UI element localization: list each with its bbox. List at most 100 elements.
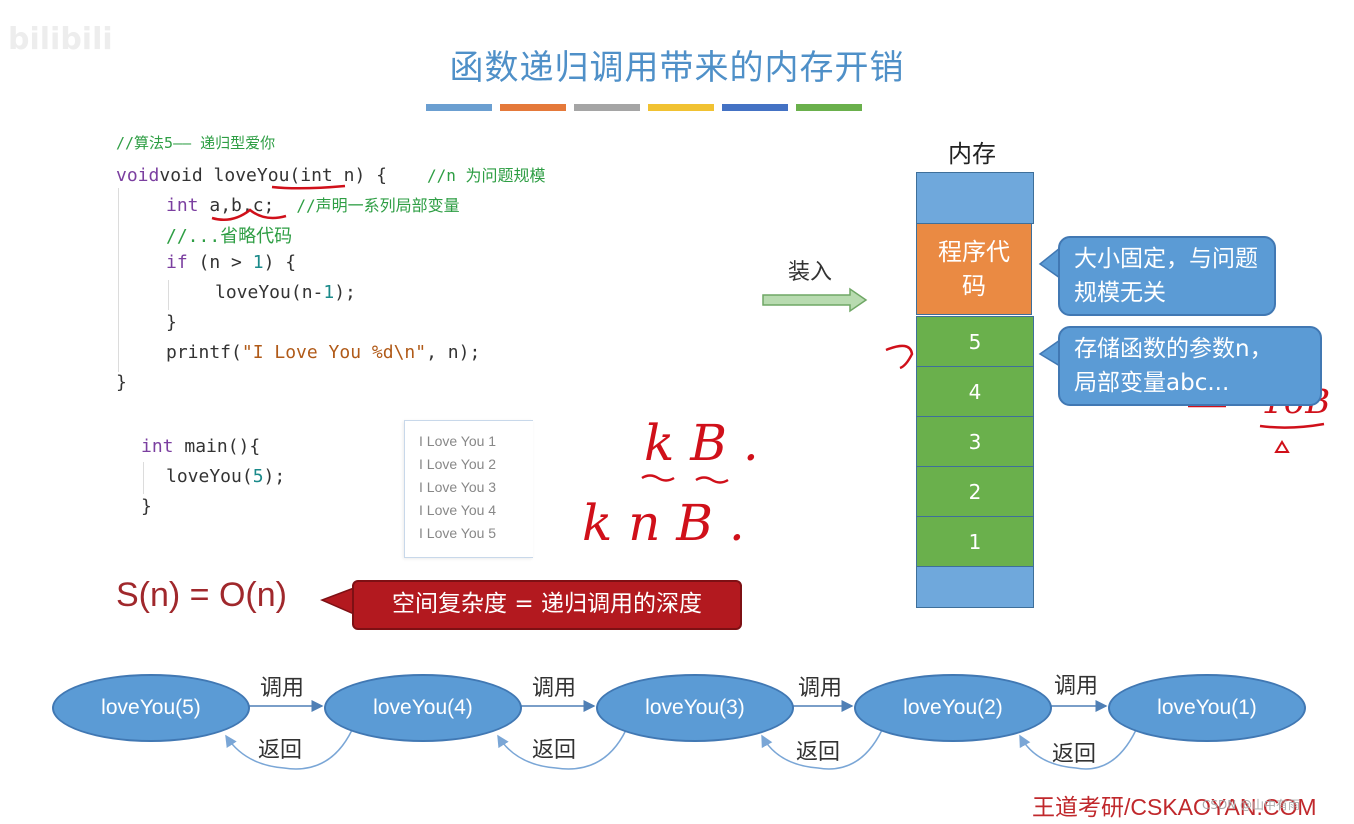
memory-bottom-block [916, 566, 1034, 608]
color-bar [796, 104, 862, 111]
call-end: ); [263, 466, 286, 487]
underline-int-n [271, 184, 346, 190]
code-comment-title: //算法5—— 递归型爱你 [116, 132, 275, 153]
memory-label: 内存 [948, 140, 996, 168]
underline-abc [211, 208, 287, 221]
call-label: 调用 [532, 676, 577, 701]
space-complexity: S(n) = O(n) [116, 576, 287, 614]
code-omitted: //...省略代码 [166, 222, 292, 248]
call: loveYou(n- [215, 282, 324, 303]
indent-guide [118, 188, 119, 372]
printf: printf( [166, 342, 242, 363]
return-label: 返回 [796, 740, 841, 765]
call: loveYou( [166, 466, 253, 487]
code-function-signature: voidvoid loveYou(int n) { //n 为问题规模 [116, 162, 546, 186]
load-label: 装入 [788, 260, 833, 285]
local-vars: a,b,c; [198, 195, 275, 216]
code-function-close: } [116, 372, 127, 393]
call-node-4: loveYou(4) [324, 674, 522, 742]
slide-title: 函数递归调用带来的内存开销 [449, 48, 905, 88]
brace: ) { [354, 165, 387, 186]
number: 5 [252, 466, 264, 487]
underline-16b [1259, 422, 1325, 429]
brace: } [141, 496, 152, 517]
output-line: I Love You 3 [419, 479, 497, 495]
memory-frame-5: 5 [916, 316, 1034, 367]
memory-program-code: 程序代码 [916, 223, 1032, 315]
comment: //n 为问题规模 [426, 166, 546, 185]
condition: (n > [187, 252, 253, 273]
callout-params-line2: 局部变量abc... [1074, 370, 1230, 396]
callout-params: 存储函数的参数n， 局部变量abc... [1058, 326, 1322, 406]
number: 1 [252, 252, 264, 273]
footer-brand: 王道考研/CSKAOYAN.COM [1032, 794, 1317, 820]
code-printf: printf("I Love You %d\n", n); [166, 342, 480, 363]
brace: } [116, 372, 127, 393]
brace: } [166, 312, 177, 333]
indent-guide [168, 280, 169, 310]
call-label: 调用 [798, 676, 843, 701]
color-bar [426, 104, 492, 111]
color-bar [648, 104, 714, 111]
call-node-3: loveYou(3) [596, 674, 794, 742]
condition-end: ) { [263, 252, 297, 273]
handwritten-arrow [885, 344, 914, 370]
output-line: I Love You 1 [419, 433, 497, 449]
keyword-void: void [116, 165, 160, 186]
callout-fixed-size: 大小固定，与问题规模无关 [1058, 236, 1276, 316]
return-label: 返回 [258, 738, 303, 763]
main-signature: main(){ [173, 436, 261, 457]
output-line: I Love You 5 [419, 525, 497, 541]
csdn-watermark: CSDN @山中有雨 [1202, 798, 1301, 812]
keyword-if: if [166, 252, 188, 273]
callout-params-line1: 存储函数的参数n， [1074, 336, 1273, 362]
output-line: I Love You 2 [419, 456, 497, 472]
handwritten-knb: k n B . [582, 494, 745, 552]
call-label: 调用 [260, 676, 305, 701]
memory-frame-1: 1 [916, 516, 1034, 567]
code-if: if (n > 1) { [166, 252, 296, 273]
return-label: 返回 [532, 738, 577, 763]
title-color-bars [426, 104, 862, 111]
code-local-vars: int a,b,c; //声明一系列局部变量 [166, 192, 460, 216]
code-main: int main(){ [141, 436, 260, 457]
call-node-5: loveYou(5) [52, 674, 250, 742]
load-arrow [762, 287, 868, 313]
memory-top-block [916, 172, 1034, 224]
printf-args: , n); [426, 342, 481, 363]
call-end: ); [334, 282, 356, 303]
memory-frame-4: 4 [916, 366, 1034, 417]
number: 1 [323, 282, 335, 303]
return-label: 返回 [1052, 742, 1097, 767]
code-recursive-call: loveYou(n-1); [215, 282, 356, 303]
param-int-n: int n [300, 165, 355, 186]
color-bar [722, 104, 788, 111]
code-if-close: } [166, 312, 177, 333]
callout-pointer-red [320, 586, 355, 616]
return-arrow [225, 729, 353, 770]
comment: //声明一系列局部变量 [296, 196, 460, 215]
call-label: 调用 [1054, 674, 1099, 699]
return-arrow [497, 729, 627, 770]
delta-mark [1274, 440, 1290, 453]
indent-guide [143, 462, 144, 494]
code-main-close: } [141, 496, 152, 517]
call-node-2: loveYou(2) [854, 674, 1052, 742]
color-bar [500, 104, 566, 111]
return-arrow [1019, 729, 1137, 770]
memory-frame-2: 2 [916, 466, 1034, 517]
string-literal: "I Love You %d\n" [241, 342, 427, 363]
callout-pointer [1038, 338, 1061, 368]
squiggle-under-kb [641, 474, 729, 484]
comment: //...省略代码 [166, 226, 293, 247]
code-main-call: loveYou(5); [166, 466, 285, 487]
output-line: I Love You 4 [419, 502, 497, 518]
space-complexity-note: 空间复杂度 = 递归调用的深度 [352, 580, 742, 630]
callout-pointer [1038, 246, 1061, 280]
color-bar [574, 104, 640, 111]
call-node-1: loveYou(1) [1108, 674, 1306, 742]
keyword-int: int [166, 195, 199, 216]
console-output: I Love You 1 I Love You 2 I Love You 3 I… [404, 420, 533, 558]
handwritten-kb: k B . [644, 414, 759, 472]
function-name: void loveYou( [159, 165, 301, 186]
